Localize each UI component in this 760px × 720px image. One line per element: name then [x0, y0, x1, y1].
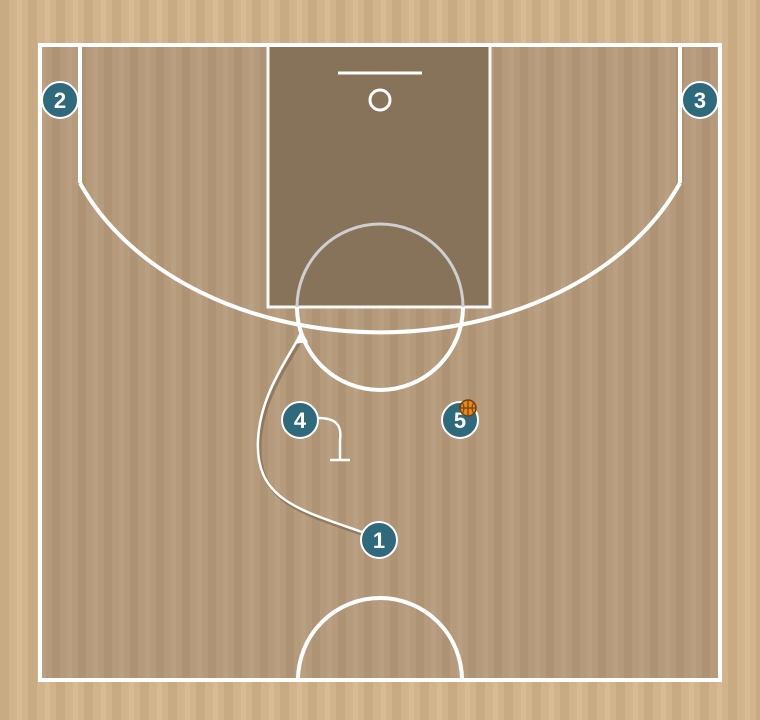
free-throw-circle-bottom [295, 306, 465, 392]
cut-arrowhead [294, 330, 308, 344]
screen-path [317, 416, 342, 460]
player-3[interactable]: 3 [681, 81, 719, 119]
player-4-label: 4 [294, 408, 307, 433]
cut-path-shadow [258, 336, 365, 537]
player-3-label: 3 [694, 88, 706, 113]
cut-path [256, 333, 363, 534]
paint-area [266, 43, 492, 309]
center-circle [296, 596, 464, 681]
player-1[interactable]: 1 [360, 521, 398, 559]
basketball-icon [459, 399, 477, 417]
player-2[interactable]: 2 [41, 81, 79, 119]
player-2-label: 2 [54, 88, 66, 113]
player-4[interactable]: 4 [281, 401, 319, 439]
free-throw-circle-top [295, 222, 465, 308]
three-point-arc [78, 182, 682, 335]
hoop [368, 88, 392, 112]
court-boundary [38, 43, 722, 682]
player-1-label: 1 [373, 528, 385, 553]
